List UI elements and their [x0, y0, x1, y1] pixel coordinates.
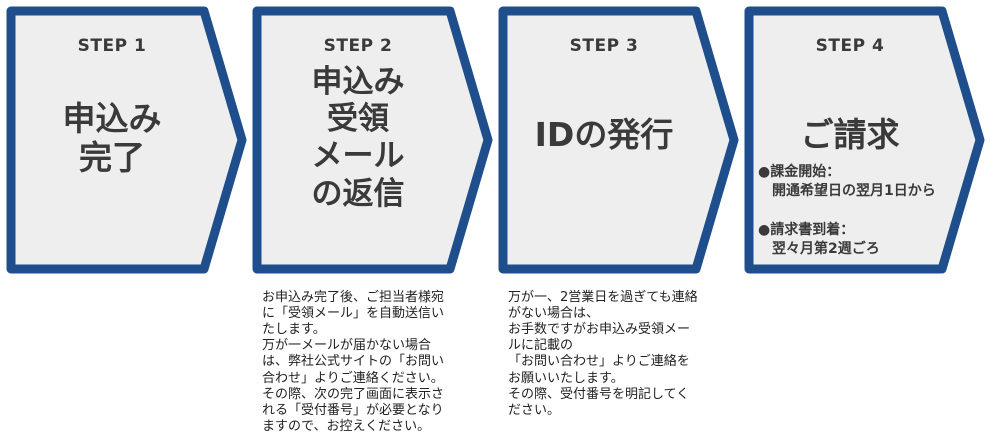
step-3-note: 万が一、2営業日を過ぎても連絡 がない場合は、 お手数ですがお申込み受領メー ル…: [508, 290, 698, 418]
billing-start-text: ●課金開始： 開通希望日の翌月1日から: [758, 164, 936, 199]
step-4-label: STEP 4: [815, 36, 885, 56]
step-3-arrow: STEP 3 IDの発行: [498, 6, 742, 274]
step-4-arrow: STEP 4 ご請求 ●課金開始： 開通希望日の翌月1日から ●請求書到着： 翌…: [744, 6, 988, 274]
step-2-note: お申込み完了後、ご担当者様宛 に「受領メール」を自動送信い たします。 万が一メ…: [262, 290, 445, 434]
step-4-title: ご請求: [800, 115, 900, 154]
step-3-label: STEP 3: [569, 36, 639, 56]
step-3-title: IDの発行: [534, 115, 674, 154]
step-2-title: 申込み 受領 メール の返信: [311, 64, 405, 212]
step-2-arrow: STEP 2 申込み 受領 メール の返信: [252, 6, 496, 274]
step-1-label: STEP 1: [77, 36, 147, 56]
step-1-arrow: STEP 1 申込み 完了: [6, 6, 250, 274]
invoice-arrival-text: ●請求書到着： 翌々月第2週ごろ: [758, 222, 880, 257]
step-2-shape: [252, 6, 493, 274]
step-3-shape: [498, 6, 739, 274]
step-1-shape: [6, 6, 247, 274]
step-1-title: 申込み 完了: [62, 99, 162, 177]
step-2-label: STEP 2: [323, 36, 393, 56]
step-4-shape: [744, 6, 985, 274]
